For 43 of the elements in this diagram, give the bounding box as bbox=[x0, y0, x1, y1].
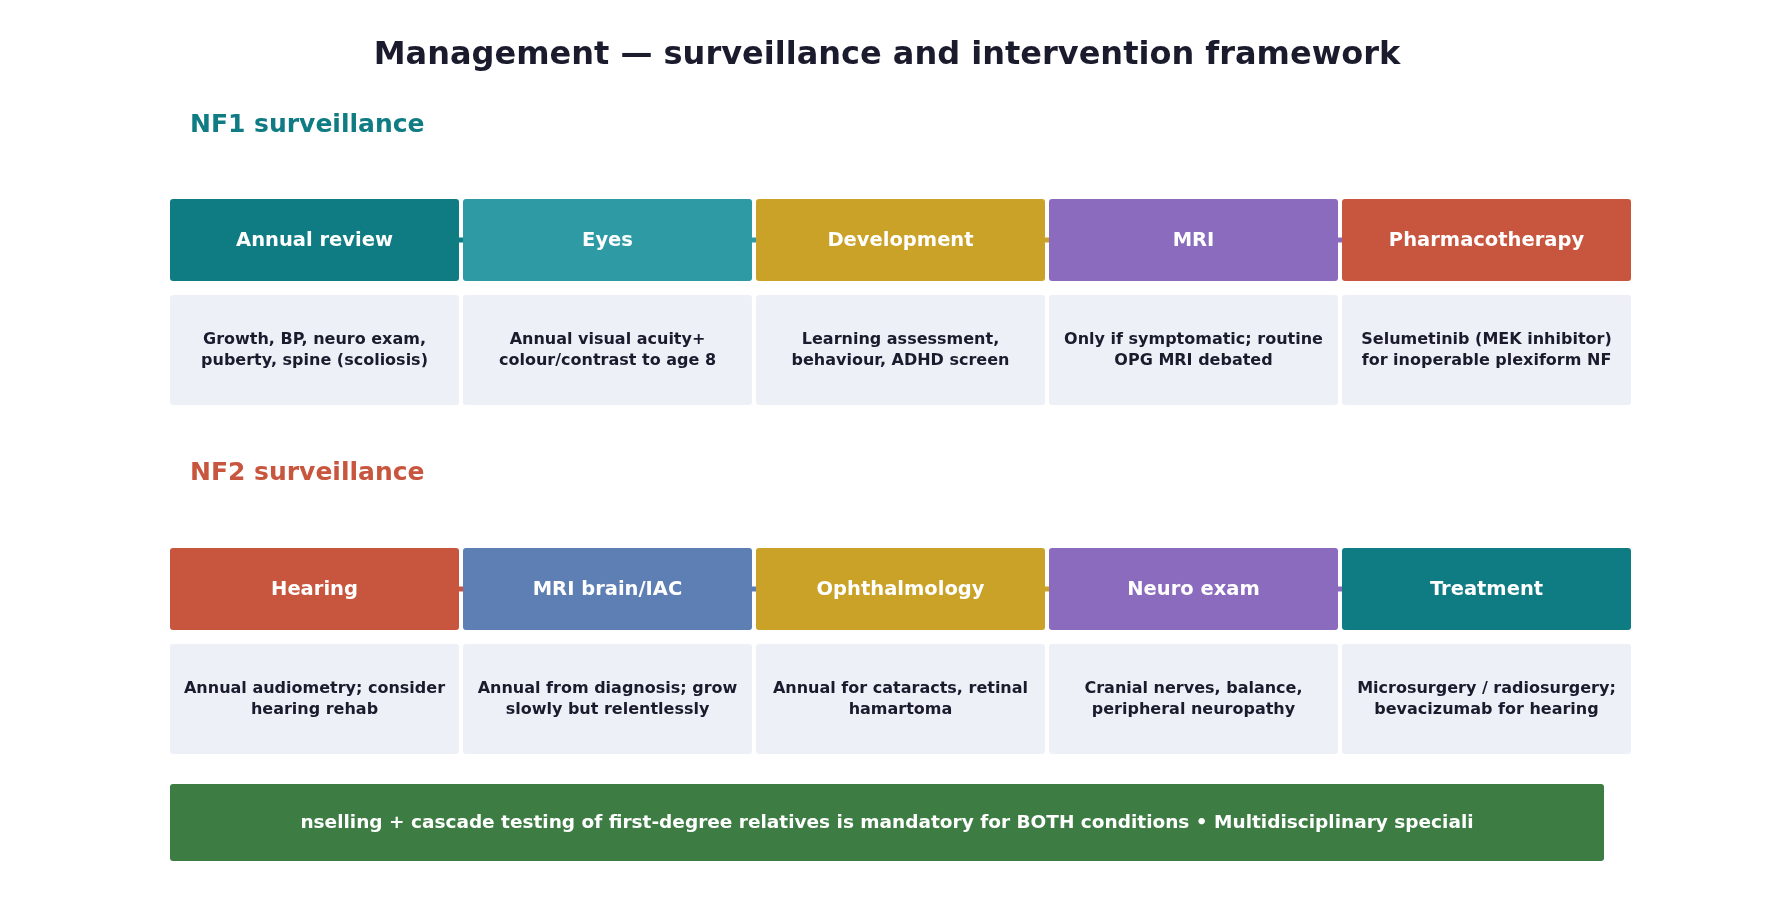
step-header-box bbox=[1049, 548, 1338, 630]
connector-line bbox=[1045, 586, 1049, 592]
step-header-box bbox=[463, 548, 752, 630]
step-title: Development bbox=[827, 227, 974, 253]
step-header-box bbox=[756, 548, 1045, 630]
description-text: Learning assessment, behaviour, ADHD screen bbox=[790, 329, 1011, 371]
description-text: Cranial nerves, balance, peripheral neuropathy bbox=[1083, 678, 1304, 720]
connector-line bbox=[459, 237, 463, 243]
description-text: Annual audiometry; consider hearing rehab bbox=[182, 678, 447, 720]
connector-line bbox=[752, 586, 756, 592]
step-header-box bbox=[170, 548, 459, 630]
step-title: MRI bbox=[1172, 227, 1215, 253]
step-title: Treatment bbox=[1429, 576, 1544, 602]
note-banner bbox=[170, 784, 1604, 861]
connector-line bbox=[1338, 586, 1342, 592]
description-text: Growth, BP, neuro exam, puberty, spine (scoliosis) bbox=[200, 329, 429, 371]
step-title: Pharmacotherapy bbox=[1388, 227, 1585, 253]
description-text: Only if symptomatic; routine OPG MRI debated bbox=[1063, 329, 1324, 371]
step-title: MRI brain/IAC bbox=[532, 576, 683, 602]
section-heading: NF2 surveillance bbox=[190, 457, 425, 486]
description-text: Annual visual acuity+ colour/contrast to age 8 bbox=[497, 329, 717, 371]
step-header-box bbox=[756, 199, 1045, 281]
step-header-box bbox=[463, 199, 752, 281]
step-header-box bbox=[1342, 199, 1631, 281]
connector-line bbox=[1045, 237, 1049, 243]
step-header-box bbox=[1049, 199, 1338, 281]
connector-line bbox=[752, 237, 756, 243]
diagram-title: Management — surveillance and intervention framework bbox=[372, 34, 1402, 72]
description-text: Annual for cataracts, retinal hamartoma bbox=[771, 678, 1030, 720]
section-heading: NF1 surveillance bbox=[190, 109, 425, 138]
description-text: Selumetinib (MEK inhibitor) for inoperable plexiform NF bbox=[1360, 329, 1613, 371]
description-text: Annual from diagnosis; grow slowly but relentlessly bbox=[476, 678, 739, 720]
step-title: Hearing bbox=[271, 576, 358, 602]
step-title: Eyes bbox=[582, 227, 633, 253]
step-title: Ophthalmology bbox=[816, 576, 985, 602]
step-title: Annual review bbox=[236, 227, 393, 253]
step-title: Neuro exam bbox=[1127, 576, 1260, 602]
description-text: nselling + cascade testing of first-degree relatives is mandatory for BOTH conditions • Multidisciplinary speciali bbox=[300, 810, 1474, 835]
step-header-box bbox=[1342, 548, 1631, 630]
connector-line bbox=[1338, 237, 1342, 243]
description-text: Microsurgery / radiosurgery; bevacizumab for hearing bbox=[1356, 678, 1617, 720]
step-header-box bbox=[170, 199, 459, 281]
connector-line bbox=[459, 586, 463, 592]
